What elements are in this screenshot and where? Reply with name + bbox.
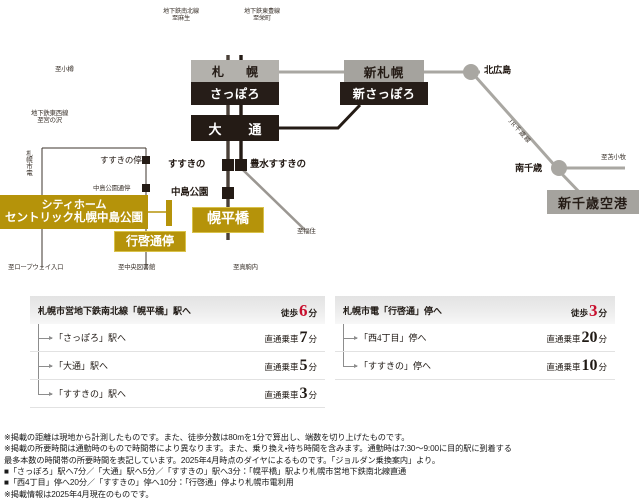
- ride-minutes-value: 10: [581, 356, 598, 374]
- property-location-marker: [166, 200, 172, 226]
- access-map: 地下鉄南北線 至麻生 地下鉄東豊線 至栄町 至小樽 地下鉄東西線 至宮の沢 札 …: [0, 8, 639, 282]
- footnote-line: ■「さっぽろ」駅へ7分／「大通」駅へ5分／「すすきの」駅へ3分：「幌平橋」駅より…: [4, 466, 407, 476]
- walk-minutes-unit: 分: [598, 307, 607, 318]
- access-table-tram: 札幌市電「行啓通」停へ 徒歩 3 分 「西4丁目」停へ 直通乗車 20 分 「す…: [335, 296, 615, 380]
- station-nakajima-koen-marker: [222, 187, 234, 199]
- ride-time: 直通乗車 10 分: [546, 356, 607, 374]
- station-horohirabashi-box: 幌平橋: [192, 207, 264, 233]
- destination-label: 「西4丁目」停へ: [359, 333, 427, 343]
- tram-stop-nakajimakoendori-marker: [142, 184, 150, 192]
- arrow-icon: [38, 391, 53, 396]
- arrow-icon: [343, 363, 358, 368]
- footnote-line: 最多本数の時間帯の所要時間を表記しています。2025年4月時点のダイヤによるもの…: [4, 455, 441, 465]
- subway-toho-direction-label: 地下鉄東豊線 至栄町: [244, 8, 280, 23]
- tram-stop-susukino-marker: [142, 156, 150, 164]
- property-name-line1: シティホーム: [41, 198, 107, 211]
- destination-label: 「すすきの」停へ: [359, 361, 432, 371]
- station-hosui-susukino-marker: [235, 159, 247, 171]
- walk-mode-label: 徒歩: [570, 307, 588, 318]
- station-shin-sapporo-kana: 新さっぽろ: [340, 82, 428, 105]
- walk-minutes-value: 3: [588, 300, 598, 320]
- property-name-line2: セントリック札幌中島公園: [5, 211, 143, 224]
- property-highlight-box: シティホーム セントリック札幌中島公園: [0, 195, 148, 229]
- to-tomakomai-label: 至苫小牧: [601, 154, 626, 161]
- tram-stop-susukino-label: すすきの停: [100, 155, 142, 165]
- station-nakajima-koen-label: 中島公園: [171, 188, 209, 198]
- ride-time: 直通乗車 5 分: [264, 356, 317, 374]
- station-shin-sapporo-kanji: 新札幌: [344, 60, 424, 82]
- footnote-line: ※掲載の所要時間は通勤時のもので時間帯により異なります。また、乗り換え・待ち時間…: [4, 444, 512, 454]
- station-odori: 大 通: [191, 115, 279, 141]
- to-chuo-library-label: 至中央図書館: [118, 264, 156, 271]
- ride-minutes-unit: 分: [308, 389, 317, 400]
- access-table-subway: 札幌市営地下鉄南北線「幌平橋」駅へ 徒歩 6 分 「さっぽろ」駅へ 直通乗車 7…: [30, 296, 325, 408]
- ride-minutes-value: 7: [299, 328, 308, 346]
- footnote-line: ※掲載の距離は現地から計測したものです。また、徒歩分数は80mを1分で算出し、端…: [4, 433, 410, 442]
- table-header-walk-time: 徒歩 6 分: [281, 302, 317, 319]
- walk-mode-label: 徒歩: [280, 307, 298, 318]
- ride-minutes-unit: 分: [598, 333, 607, 344]
- station-hosui-susukino-label: 豊水すすきの: [250, 160, 306, 170]
- arrow-icon: [343, 335, 358, 340]
- walk-minutes-value: 6: [298, 300, 308, 320]
- ride-minutes-unit: 分: [308, 333, 317, 344]
- ride-time: 直通乗車 7 分: [264, 328, 317, 346]
- table-header-subway: 札幌市営地下鉄南北線「幌平橋」駅へ 徒歩 6 分: [30, 296, 325, 324]
- table-bracket: [343, 324, 344, 366]
- ride-mode-label: 直通乗車: [546, 333, 581, 344]
- ride-minutes-unit: 分: [598, 361, 607, 372]
- ride-time: 直通乗車 20 分: [546, 328, 607, 346]
- table-row: 「大通」駅へ 直通乗車 5 分: [30, 352, 325, 380]
- footnote-line: ※掲載情報は2025年4月現在のものです。: [4, 489, 154, 499]
- station-sapporo-kanji: 札 幌: [191, 60, 279, 82]
- station-susukino-label: すすきの: [168, 160, 206, 170]
- station-susukino-marker: [222, 159, 234, 171]
- arrow-icon: [38, 363, 53, 368]
- sapporo-tram-line-label: 札幌市電: [24, 150, 32, 176]
- arrow-icon: [38, 335, 53, 340]
- footnote-line: ■「西4丁目」停へ20分／「すすきの」停へ10分：「行啓通」停より札幌市電利用: [4, 478, 294, 488]
- table-header-tram: 札幌市電「行啓通」停へ 徒歩 3 分: [335, 296, 615, 324]
- table-row: 「さっぽろ」駅へ 直通乗車 7 分: [30, 324, 325, 352]
- ride-minutes-unit: 分: [308, 361, 317, 372]
- tram-stop-gyokeidori-box: 行啓通停: [114, 231, 186, 252]
- ride-mode-label: 直通乗車: [264, 333, 299, 344]
- to-makomanai-label: 至真駒内: [233, 264, 258, 271]
- tram-stop-nakajimakoendori-label: 中島公園通停: [93, 185, 131, 192]
- table-header-walk-time: 徒歩 3 分: [571, 302, 607, 319]
- station-sapporo-kana: さっぽろ: [191, 82, 279, 105]
- map-lines: [28, 18, 625, 282]
- destination-label: 「さっぽろ」駅へ: [54, 333, 127, 343]
- station-kitahiroshima-label: 北広島: [484, 65, 511, 75]
- table-header-label: 札幌市営地下鉄南北線「幌平橋」駅へ: [38, 305, 192, 316]
- destination-label: 「大通」駅へ: [54, 361, 109, 371]
- table-header-label: 札幌市電「行啓通」停へ: [343, 305, 443, 316]
- table-bracket: [38, 324, 39, 394]
- station-minami-chitose-label: 南千歳: [515, 163, 542, 173]
- table-row: 「西4丁目」停へ 直通乗車 20 分: [335, 324, 615, 352]
- walk-minutes-unit: 分: [308, 307, 317, 318]
- ride-mode-label: 直通乗車: [264, 361, 299, 372]
- table-row: 「すすきの」駅へ 直通乗車 3 分: [30, 380, 325, 408]
- ride-mode-label: 直通乗車: [546, 361, 581, 372]
- subway-tozai-direction-label: 地下鉄東西線 至宮の沢: [31, 110, 69, 125]
- subway-namboku-direction-label: 地下鉄南北線 至麻生: [163, 8, 199, 23]
- table-row: 「すすきの」停へ 直通乗車 10 分: [335, 352, 615, 380]
- to-fukuzumi-label: 至福住: [297, 228, 316, 235]
- station-shin-chitose-airport: 新千歳空港: [547, 190, 639, 214]
- ride-time: 直通乗車 3 分: [264, 384, 317, 402]
- access-time-tables: 札幌市営地下鉄南北線「幌平橋」駅へ 徒歩 6 分 「さっぽろ」駅へ 直通乗車 7…: [0, 296, 642, 426]
- ride-minutes-value: 3: [299, 384, 308, 402]
- to-otaru-label: 至小樽: [55, 66, 74, 73]
- ride-minutes-value: 20: [581, 328, 598, 346]
- ride-minutes-value: 5: [299, 356, 308, 374]
- ride-mode-label: 直通乗車: [264, 389, 299, 400]
- destination-label: 「すすきの」駅へ: [54, 389, 127, 399]
- to-ropeway-entrance-label: 至ロープウェイ入口: [8, 264, 64, 271]
- footnotes: ※掲載の距離は現地から計測したものです。また、徒歩分数は80mを1分で算出し、端…: [4, 432, 638, 500]
